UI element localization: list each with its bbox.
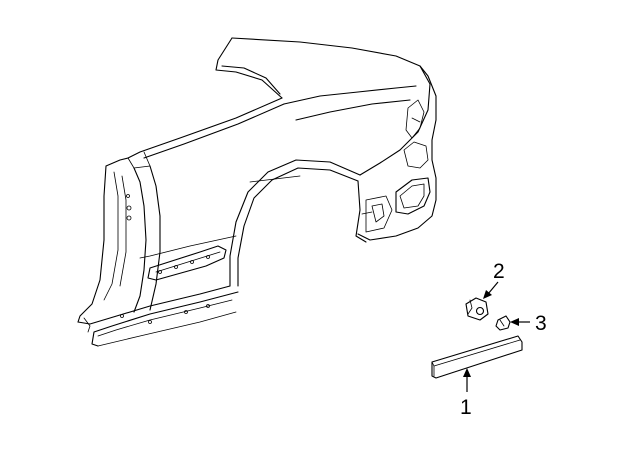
- callout-1-label: 1: [460, 396, 472, 419]
- callout-2-label: 2: [493, 260, 505, 283]
- callout-1: 1: [460, 368, 472, 419]
- quarter-panel: [77, 37, 437, 347]
- callout-2: 2: [483, 260, 505, 299]
- molding-part: [431, 335, 523, 379]
- clip-part: [465, 297, 489, 321]
- fastener-part: [495, 315, 511, 331]
- callout-3-label: 3: [535, 312, 547, 335]
- callout-3: 3: [510, 312, 547, 335]
